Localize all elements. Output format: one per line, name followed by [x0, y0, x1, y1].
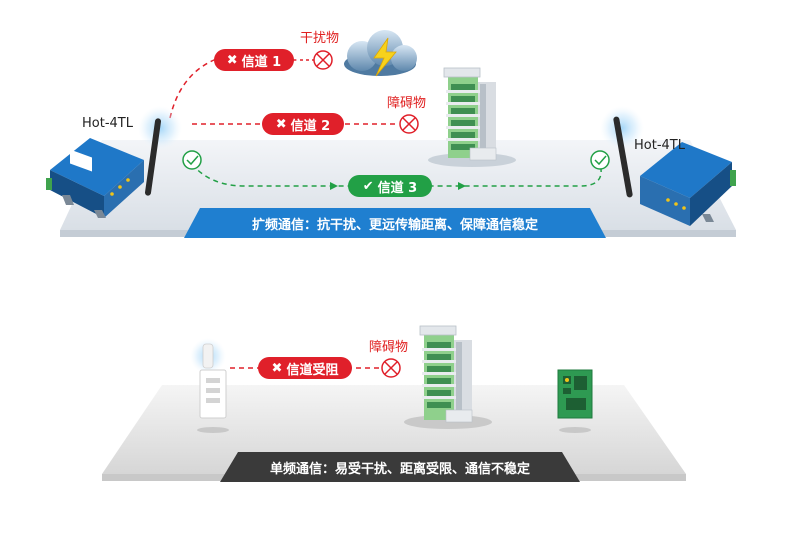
channel-1-line — [169, 59, 300, 119]
channel-3-arrow-right — [458, 182, 466, 190]
channel-3-arrow-left — [330, 182, 338, 190]
right-device-label: Hot-4TL — [634, 138, 685, 153]
blocked-channel-label: 信道受阻 — [286, 362, 339, 378]
check-icon: ✔ — [362, 178, 374, 194]
cross-circle-icon — [399, 114, 419, 134]
channel-3-badge: ✔ 信道 3 — [348, 175, 432, 197]
single-frequency-transmitter — [190, 338, 229, 433]
bottom-caption-banner — [220, 452, 580, 482]
bottom-obstacle-label: 障碍物 — [369, 340, 409, 355]
building-icon — [428, 67, 516, 167]
channel-3-label: 信道 3 — [377, 180, 418, 196]
building-icon — [404, 325, 492, 429]
channel-2-label: 信道 2 — [290, 118, 331, 134]
channel-2-badge: ✖ 信道 2 — [262, 113, 344, 135]
channel-1-label: 信道 1 — [241, 54, 282, 70]
right-device — [600, 106, 736, 226]
top-caption: 扩频通信：抗干扰、更远传输距离、保障通信稳定 — [251, 217, 538, 233]
cross-circle-icon — [313, 50, 333, 70]
check-circle-icon — [590, 150, 610, 170]
x-icon: ✖ — [275, 116, 287, 132]
channel-1-badge: ✖ 信道 1 — [214, 49, 294, 71]
blocked-channel-badge: ✖ 信道受阻 — [258, 357, 352, 379]
top-obstacle-label: 障碍物 — [387, 96, 427, 111]
x-icon: ✖ — [271, 360, 283, 376]
single-frequency-receiver — [557, 369, 593, 433]
top-caption-banner — [184, 208, 606, 238]
interference-label: 干扰物 — [300, 31, 340, 46]
bottom-caption: 单频通信：易受干扰、距离受限、通信不稳定 — [269, 461, 530, 477]
left-device-label: Hot-4TL — [82, 116, 133, 131]
cross-circle-icon — [381, 358, 401, 378]
left-device — [46, 106, 182, 218]
check-circle-icon — [182, 150, 202, 170]
cloud-lightning-icon — [344, 30, 417, 77]
x-icon: ✖ — [226, 52, 238, 68]
